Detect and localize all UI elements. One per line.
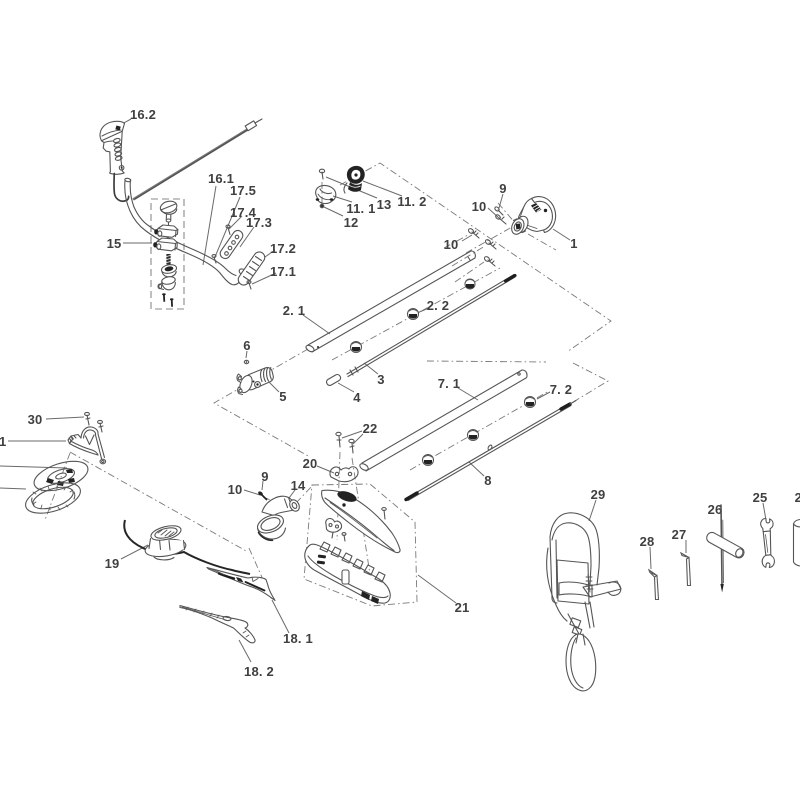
svg-text:2. 1: 2. 1 [283,303,305,318]
svg-text:10: 10 [472,199,487,214]
svg-text:15: 15 [107,236,122,251]
svg-text:9: 9 [499,181,506,196]
svg-text:4: 4 [353,390,361,405]
svg-text:11. 1: 11. 1 [346,201,375,216]
svg-text:9: 9 [261,469,268,484]
svg-text:27: 27 [672,527,687,542]
svg-text:25: 25 [753,490,768,505]
svg-text:14: 14 [291,478,306,493]
svg-text:12: 12 [344,215,359,230]
svg-text:7. 2: 7. 2 [550,382,572,397]
svg-text:5: 5 [279,389,286,404]
svg-text:1: 1 [570,236,577,251]
svg-text:22: 22 [363,421,378,436]
svg-text:17.4: 17.4 [230,205,257,220]
svg-text:13: 13 [377,197,392,212]
svg-text:16.2: 16.2 [130,107,156,122]
svg-text:2. 2: 2. 2 [427,298,449,313]
svg-text:17.5: 17.5 [230,183,256,198]
svg-text:8: 8 [484,473,491,488]
svg-text:31: 31 [0,434,6,449]
svg-text:26: 26 [708,502,723,517]
svg-text:10: 10 [444,237,459,252]
svg-text:19: 19 [105,556,120,571]
svg-text:17.2: 17.2 [270,241,296,256]
svg-text:16.1: 16.1 [208,171,234,186]
svg-text:10: 10 [228,482,243,497]
svg-text:18. 1: 18. 1 [283,631,313,646]
svg-text:30: 30 [28,412,43,427]
svg-text:17.1: 17.1 [270,264,296,279]
svg-text:20: 20 [303,456,318,471]
svg-text:6: 6 [243,338,250,353]
svg-text:17.3: 17.3 [246,215,272,230]
svg-text:28: 28 [640,534,655,549]
svg-text:11. 2: 11. 2 [397,194,426,209]
svg-text:7. 1: 7. 1 [438,376,460,391]
svg-text:18. 2: 18. 2 [244,664,274,679]
svg-text:29: 29 [591,487,606,502]
svg-text:3: 3 [377,372,384,387]
svg-text:24: 24 [795,490,800,505]
svg-text:21: 21 [455,600,470,615]
